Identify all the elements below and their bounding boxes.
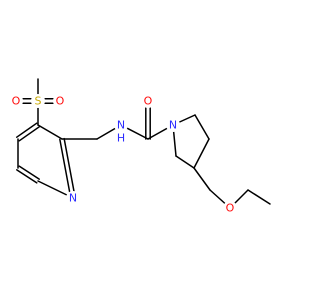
bond-pyrrolidine (194, 114, 210, 140)
atom-label-o: O (144, 95, 153, 108)
atom-label-o: O (56, 95, 65, 108)
bond-ch2o (193, 167, 211, 191)
bond-ring-double (15, 122, 38, 138)
atom-label-background (9, 94, 23, 108)
bond-ethyl (247, 189, 271, 205)
atom-label-background (31, 94, 45, 108)
atom-label-n: N (117, 119, 125, 132)
atom-label-n: H (117, 132, 125, 145)
atom-label-background (141, 94, 155, 108)
atom-label-background (66, 191, 80, 205)
bond-pyrrolidine (193, 138, 210, 169)
atom-label-o: O (12, 95, 21, 108)
bond-pyrrolidine (175, 155, 195, 169)
bond-ring-double (59, 138, 72, 200)
atom-label-background (53, 94, 67, 108)
bond-ring-double (18, 165, 40, 180)
atom-label-background (114, 118, 128, 132)
atom-label-n: N (169, 119, 177, 132)
atom-label-background (223, 201, 237, 215)
atom-label-background (166, 118, 180, 132)
atom-label-s: S (35, 95, 42, 108)
atom-label-n: N (69, 192, 77, 205)
bond-ring-double (16, 169, 38, 184)
bond-ring (37, 124, 63, 140)
atom-label-o: O (226, 202, 235, 215)
bond-ring-double (63, 137, 76, 199)
atom-label-background (114, 131, 128, 145)
bond-ring-double (18, 126, 41, 142)
